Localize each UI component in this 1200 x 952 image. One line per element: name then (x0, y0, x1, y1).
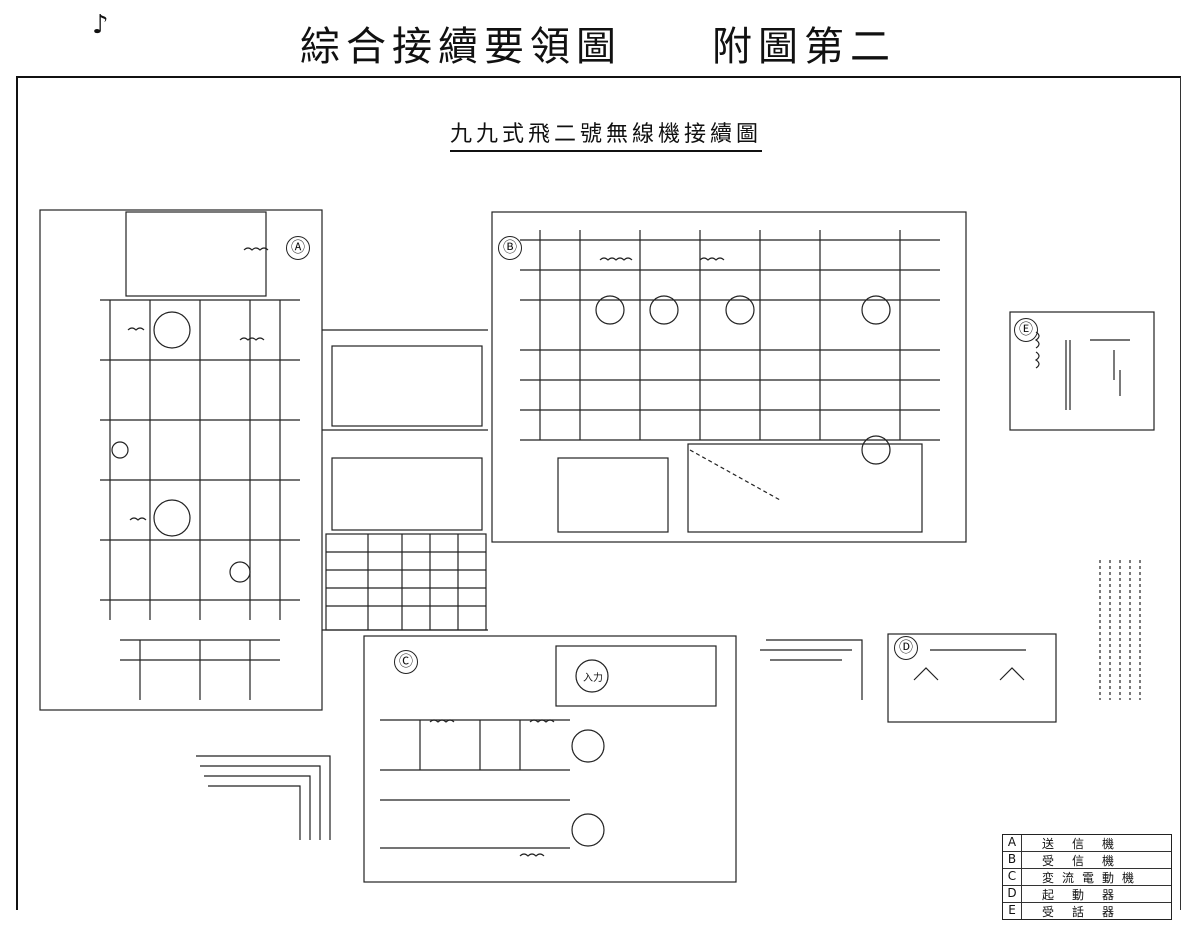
legend-key: B (1003, 852, 1022, 868)
legend-value: 起動器 (1042, 888, 1133, 902)
legend-key: A (1003, 835, 1022, 851)
block-label-d: Ⓓ (894, 636, 918, 660)
legend-key: C (1003, 869, 1022, 885)
diagram-frame (16, 76, 1181, 910)
block-label-e: Ⓔ (1014, 318, 1038, 342)
legend-value: 受信機 (1042, 854, 1133, 868)
block-a-frame (39, 209, 323, 711)
block-label-b: Ⓑ (498, 236, 522, 260)
legend-value: 受話器 (1042, 905, 1133, 919)
legend-key: E (1003, 903, 1022, 919)
handwritten-mark: ♪ (92, 10, 109, 40)
meter-label: 入力 (583, 673, 603, 684)
block-label-c: Ⓒ (394, 650, 418, 674)
legend-row: B 受信機 (1003, 852, 1171, 869)
diagram-subtitle: 九九式飛二號無線機接續圖 (450, 116, 763, 152)
legend-row: A 送信機 (1003, 835, 1171, 852)
legend-table: A 送信機 B 受信機 C 変流電動機 D 起動器 E 受話器 (1002, 834, 1172, 920)
legend-row: D 起動器 (1003, 886, 1171, 903)
block-label-a: Ⓐ (286, 236, 310, 260)
legend-row: E 受話器 (1003, 903, 1171, 919)
legend-value: 変流電動機 (1042, 871, 1143, 885)
legend-value: 送信機 (1042, 837, 1133, 851)
legend-row: C 変流電動機 (1003, 869, 1171, 886)
page-title: 綜合接續要領圖 (300, 24, 622, 70)
figure-number: 附圖第二 (712, 24, 896, 70)
legend-key: D (1003, 886, 1022, 902)
